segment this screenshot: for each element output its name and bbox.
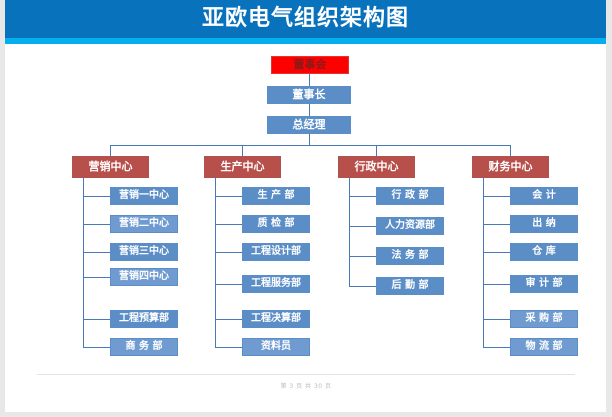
org-node-logistics-support-dept[interactable]: 后 勤 部 [376, 277, 444, 295]
page-number-footer: 第 3 页 共 30 页 [280, 383, 332, 390]
connector-admin-child-3 [349, 256, 376, 257]
connector-spine-finance [483, 178, 484, 347]
connector-marketing-child-3 [83, 252, 110, 253]
org-node-archivist[interactable]: 资料员 [242, 338, 310, 356]
footer-divider [37, 374, 575, 375]
connector-marketing-child-6 [83, 347, 110, 348]
connector-gm-drop [309, 134, 310, 145]
org-node-admin-center[interactable]: 行政中心 [338, 156, 415, 178]
org-node-business-dept[interactable]: 商 务 部 [110, 338, 178, 356]
connector-root-chairman [309, 74, 310, 86]
connector-drop-admin [376, 145, 377, 156]
connector-drop-marketing [110, 145, 111, 156]
org-node-marketing-3[interactable]: 营销三中心 [110, 243, 178, 261]
org-node-warehouse[interactable]: 仓 库 [510, 243, 578, 261]
connector-finance-child-2 [483, 224, 510, 225]
org-node-general-manager[interactable]: 总经理 [267, 116, 351, 134]
connector-marketing-child-1 [83, 196, 110, 197]
org-node-production-dept[interactable]: 生 产 部 [242, 187, 310, 205]
org-node-audit-dept[interactable]: 审 计 部 [510, 275, 578, 293]
org-chart-canvas: 董事会 董事长 总经理 营销中心 营销一中心 营销二中心 营销三中心 营销四中心… [5, 44, 606, 374]
org-node-marketing-2[interactable]: 营销二中心 [110, 215, 178, 233]
connector-production-child-2 [215, 224, 242, 225]
connector-production-child-5 [215, 319, 242, 320]
connector-marketing-child-4 [83, 277, 110, 278]
connector-finance-child-1 [483, 196, 510, 197]
connector-production-child-4 [215, 284, 242, 285]
page-title: 亚欧电气组织架构图 [201, 6, 409, 31]
org-node-legal-dept[interactable]: 法 务 部 [376, 247, 444, 265]
connector-production-child-6 [215, 347, 242, 348]
org-node-engineering-design[interactable]: 工程设计部 [242, 243, 310, 261]
connector-spine-admin [349, 178, 350, 286]
connector-production-child-1 [215, 196, 242, 197]
connector-finance-child-3 [483, 252, 510, 253]
connector-admin-child-2 [349, 226, 376, 227]
connector-drop-finance [510, 145, 511, 156]
connector-center-bus [110, 145, 510, 146]
connector-chairman-gm [309, 104, 310, 116]
org-node-engineering-service[interactable]: 工程服务部 [242, 275, 310, 293]
org-node-accounting[interactable]: 会 计 [510, 187, 578, 205]
connector-finance-child-5 [483, 319, 510, 320]
org-node-administration-dept[interactable]: 行 政 部 [376, 187, 444, 205]
org-node-marketing-4[interactable]: 营销四中心 [110, 268, 178, 286]
connector-production-child-3 [215, 252, 242, 253]
page-edge-bottom [0, 412, 612, 417]
connector-marketing-child-5 [83, 319, 110, 320]
org-node-distribution-dept[interactable]: 物 流 部 [510, 338, 578, 356]
connector-finance-child-4 [483, 284, 510, 285]
connector-admin-child-1 [349, 196, 376, 197]
org-node-hr-dept[interactable]: 人力资源部 [376, 217, 444, 235]
connector-spine-marketing [83, 178, 84, 347]
org-node-finance-center[interactable]: 财务中心 [472, 156, 549, 178]
org-node-engineering-settlement[interactable]: 工程决算部 [242, 310, 310, 328]
connector-drop-production [242, 145, 243, 156]
page-edge-left [0, 0, 5, 417]
org-node-engineering-budget[interactable]: 工程预算部 [110, 310, 178, 328]
connector-marketing-child-2 [83, 224, 110, 225]
title-accent-stripe [5, 38, 606, 44]
org-node-marketing-center[interactable]: 营销中心 [72, 156, 149, 178]
org-node-purchasing-dept[interactable]: 采 购 部 [510, 310, 578, 328]
org-node-board[interactable]: 董事会 [271, 56, 349, 74]
org-node-production-center[interactable]: 生产中心 [204, 156, 281, 178]
connector-spine-production [215, 178, 216, 347]
org-node-marketing-1[interactable]: 营销一中心 [110, 187, 178, 205]
org-node-cashier[interactable]: 出 纳 [510, 215, 578, 233]
org-node-chairman[interactable]: 董事长 [267, 86, 351, 104]
org-node-quality-dept[interactable]: 质 检 部 [242, 215, 310, 233]
connector-admin-child-4 [349, 286, 376, 287]
connector-finance-child-6 [483, 347, 510, 348]
page-edge-right [606, 0, 612, 417]
title-banner: 亚欧电气组织架构图 [5, 0, 606, 38]
